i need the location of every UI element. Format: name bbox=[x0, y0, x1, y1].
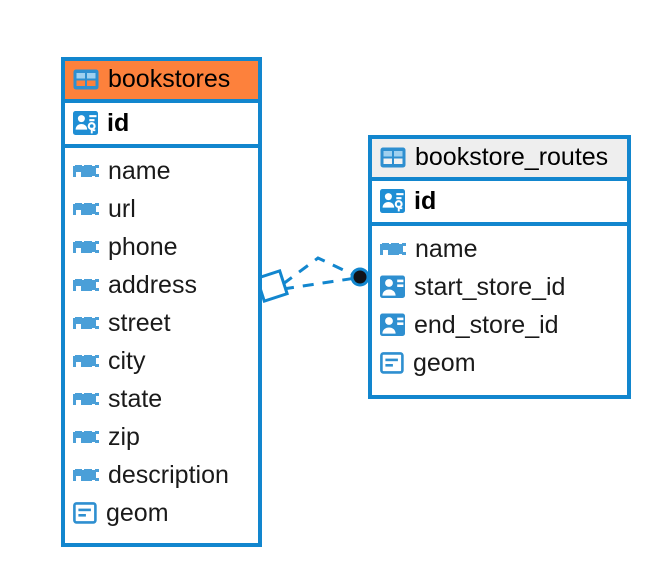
field-row-street[interactable]: street bbox=[65, 304, 258, 342]
field-row-phone[interactable]: phone bbox=[65, 228, 258, 266]
field-row-name[interactable]: name bbox=[372, 230, 627, 268]
entity-name-label: bookstores bbox=[108, 65, 231, 93]
filled-circle-marker bbox=[350, 267, 370, 287]
field-row-zip[interactable]: zip bbox=[65, 418, 258, 456]
field-label: url bbox=[108, 194, 136, 223]
text-abc-icon bbox=[73, 234, 100, 260]
field-row-url[interactable]: url bbox=[65, 190, 258, 228]
text-abc-icon bbox=[73, 462, 100, 488]
field-row-end-store-id[interactable]: end_store_id bbox=[372, 306, 627, 344]
field-row-name[interactable]: name bbox=[65, 152, 258, 190]
text-abc-icon bbox=[73, 348, 100, 374]
field-label: city bbox=[108, 346, 146, 375]
field-list-bookstores: name url bbox=[65, 148, 258, 536]
field-label: id bbox=[414, 186, 437, 215]
field-label: phone bbox=[108, 232, 178, 261]
text-abc-icon bbox=[73, 310, 100, 336]
field-row-start-store-id[interactable]: start_store_id bbox=[372, 268, 627, 306]
field-label: name bbox=[108, 156, 171, 185]
table-icon bbox=[73, 69, 99, 90]
field-row-state[interactable]: state bbox=[65, 380, 258, 418]
field-row-primary-key[interactable]: id bbox=[372, 181, 627, 226]
field-label: id bbox=[107, 108, 130, 137]
entity-header-bookstores[interactable]: bookstores bbox=[65, 61, 258, 103]
foreign-key-icon bbox=[380, 313, 406, 337]
field-label: geom bbox=[413, 348, 476, 377]
geometry-icon bbox=[380, 351, 405, 375]
field-row-geom[interactable]: geom bbox=[372, 344, 627, 382]
foreign-key-icon bbox=[380, 275, 406, 299]
field-label: description bbox=[108, 460, 229, 489]
field-row-description[interactable]: description bbox=[65, 456, 258, 494]
primary-key-icon bbox=[380, 188, 406, 214]
entity-bookstore-routes[interactable]: bookstore_routes id bbox=[368, 135, 631, 399]
table-icon bbox=[380, 147, 406, 168]
text-abc-icon bbox=[380, 236, 407, 262]
relationship-edge-upper bbox=[282, 256, 357, 286]
text-abc-icon bbox=[73, 272, 100, 298]
field-label: start_store_id bbox=[414, 272, 566, 301]
primary-key-icon bbox=[73, 110, 99, 136]
entity-name-label: bookstore_routes bbox=[415, 143, 609, 171]
entity-header-bookstore-routes[interactable]: bookstore_routes bbox=[372, 139, 627, 181]
geometry-icon bbox=[73, 501, 98, 525]
field-row-geom[interactable]: geom bbox=[65, 494, 258, 532]
field-row-city[interactable]: city bbox=[65, 342, 258, 380]
field-label: name bbox=[415, 234, 478, 263]
field-list-bookstore-routes: name start_store_id bbox=[372, 226, 627, 386]
field-label: state bbox=[108, 384, 163, 413]
field-label: street bbox=[108, 308, 171, 337]
text-abc-icon bbox=[73, 158, 100, 184]
relationship-edge-lower bbox=[282, 276, 357, 291]
field-row-primary-key[interactable]: id bbox=[65, 103, 258, 148]
field-label: end_store_id bbox=[414, 310, 559, 339]
field-label: address bbox=[108, 270, 197, 299]
text-abc-icon bbox=[73, 196, 100, 222]
text-abc-icon bbox=[73, 424, 100, 450]
field-row-address[interactable]: address bbox=[65, 266, 258, 304]
entity-bookstores[interactable]: bookstores id bbox=[61, 57, 262, 547]
field-label: geom bbox=[106, 498, 169, 527]
field-label: zip bbox=[108, 422, 140, 451]
text-abc-icon bbox=[73, 386, 100, 412]
